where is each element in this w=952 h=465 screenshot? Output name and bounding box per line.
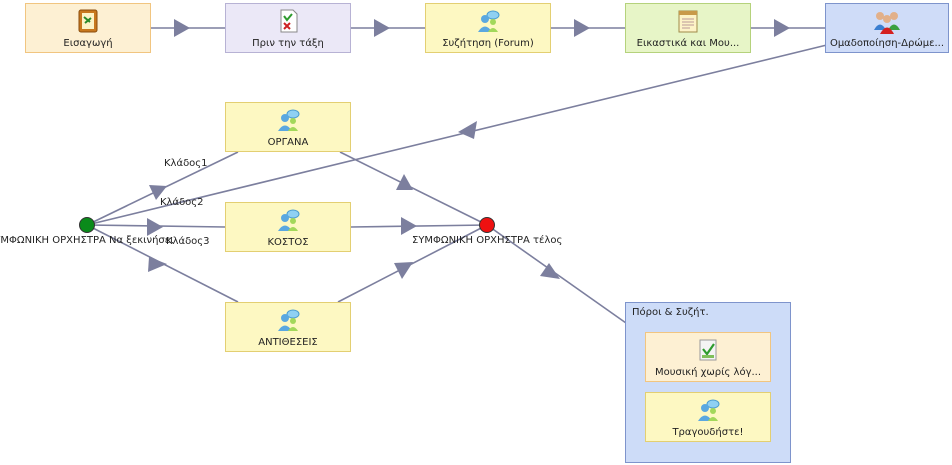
arrow-head [149, 185, 167, 200]
activity-forum[interactable]: Συζήτηση (Forum) [425, 3, 551, 53]
end-gate[interactable] [479, 217, 495, 233]
forum-users-icon [278, 109, 300, 131]
node-label: Ομαδοποίηση-Δρώμε... [829, 38, 945, 49]
node-label: Μουσική χωρίς λόγ... [654, 367, 762, 378]
branch-label-1: Κλάδος1 [164, 158, 208, 169]
activity-organa[interactable]: ΟΡΓΑΝΑ [225, 102, 351, 152]
node-label: Εισαγωγή [63, 38, 113, 49]
activity-sing[interactable]: Τραγουδήστε! [645, 392, 771, 442]
arrow-head [401, 217, 417, 235]
activity-arts[interactable]: Εικαστικά και Μου... [625, 3, 751, 53]
activity-kostos[interactable]: ΚΟΣΤΟΣ [225, 202, 351, 252]
node-label: ΟΡΓΑΝΑ [267, 137, 309, 148]
forum-users-icon [698, 399, 720, 421]
edge-grouping-start [86, 42, 836, 226]
start-gate[interactable] [79, 217, 95, 233]
arrow-head [147, 218, 163, 236]
arrow-head [396, 174, 413, 190]
arrow-head [540, 263, 560, 279]
arrow-head [574, 19, 590, 37]
node-label: ΚΟΣΤΟΣ [267, 237, 309, 248]
activity-before-class[interactable]: Πριν την τάξη [225, 3, 351, 53]
activity-music[interactable]: Μουσική χωρίς λόγ... [645, 332, 771, 382]
notepad-icon [678, 10, 698, 33]
end-gate-label: ΣΥΜΦΩΝΙΚΗ ΟΡΧΗΣΤΡΑ τέλος [412, 235, 563, 246]
forum-users-icon [278, 209, 300, 231]
arrow-head [174, 19, 190, 37]
arrow-head [374, 19, 390, 37]
group-title: Πόροι & Συζήτ. [632, 307, 709, 318]
forum-users-icon [478, 10, 500, 32]
node-label: Συζήτηση (Forum) [442, 38, 534, 49]
image-check-icon [699, 339, 717, 361]
activity-intro[interactable]: Εισαγωγή [25, 3, 151, 53]
notebook-icon [78, 9, 98, 33]
branch-label-2: Κλάδος2 [160, 197, 204, 208]
activity-antitheseis[interactable]: ΑΝΤΙΘΕΣΕΙΣ [225, 302, 351, 352]
arrow-head [148, 257, 167, 272]
node-label: ΑΝΤΙΘΕΣΕΙΣ [258, 337, 318, 348]
resources-group[interactable]: Πόροι & Συζήτ. Μουσική χωρίς λόγ... Τραγ… [625, 302, 791, 463]
forum-users-icon [278, 309, 300, 331]
node-label: Τραγουδήστε! [672, 427, 744, 438]
edge-organa-end [339, 151, 488, 226]
arrow-head [458, 121, 477, 139]
edge-kostos-end [350, 224, 488, 228]
checklist-icon [280, 9, 298, 33]
arrow-head [394, 262, 413, 279]
activity-grouping[interactable]: Ομαδοποίηση-Δρώμε... [825, 3, 949, 53]
start-gate-label: ΣΥΜΦΩΝΙΚΗ ΟΡΧΗΣΤΡΑ Να ξεκινήσει [0, 235, 174, 246]
edge-antitheseis-end [337, 224, 488, 303]
group-users-icon [874, 12, 900, 34]
branch-label-3: Κλάδος3 [166, 236, 210, 247]
node-label: Πριν την τάξη [252, 38, 324, 49]
node-label: Εικαστικά και Μου... [636, 38, 740, 49]
arrow-head [774, 19, 790, 37]
